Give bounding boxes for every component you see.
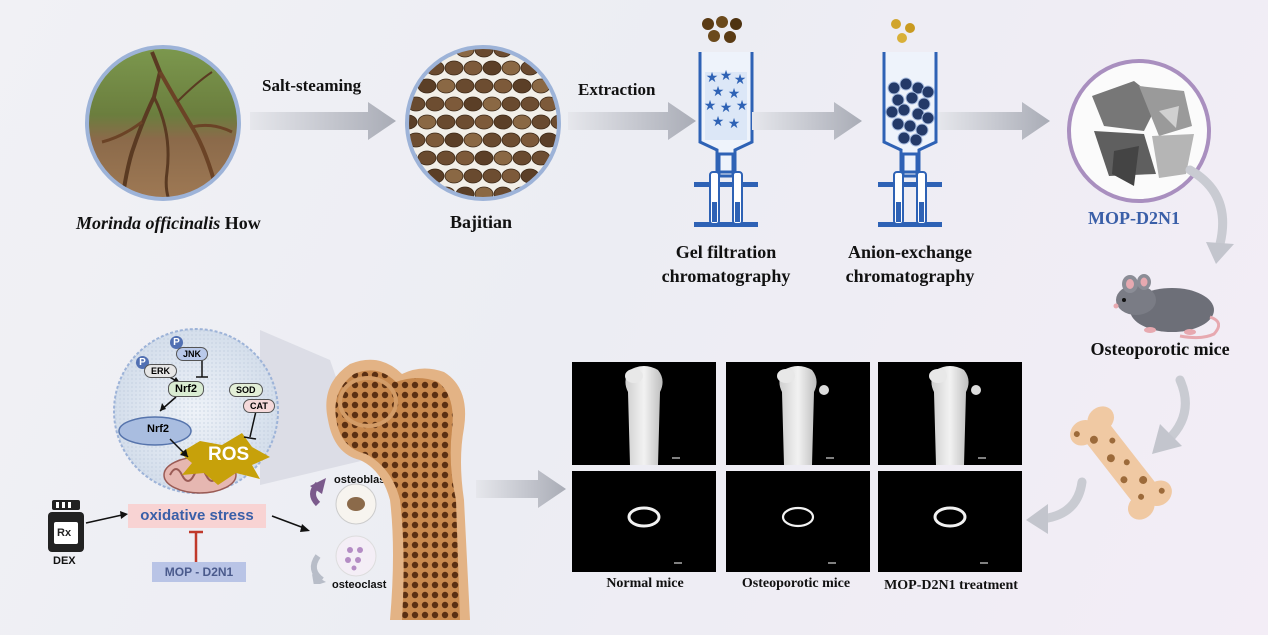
gel-label-line1: Gel filtration xyxy=(675,242,777,262)
osteoblast-label: osteoblast xyxy=(334,474,390,486)
plant-species-name: Morinda officinalis xyxy=(76,213,221,233)
mop-d2n1-inhibitor-box: MOP - D2N1 xyxy=(152,562,246,582)
arrow-to-microct xyxy=(476,470,566,508)
product-label: MOP-D2N1 xyxy=(1088,208,1180,228)
microct-longitudinal-osteoporotic xyxy=(726,362,870,465)
anion-exchange-column xyxy=(878,19,942,227)
femur-illustration xyxy=(326,359,470,620)
jnk-node: JNK xyxy=(176,347,209,361)
svg-text:★: ★ xyxy=(728,85,741,101)
svg-text:★: ★ xyxy=(736,97,749,113)
arrow-to-product xyxy=(938,102,1050,140)
curved-arrow-to-bone xyxy=(1152,375,1190,454)
bone-cells xyxy=(310,478,377,584)
dex-bottle-icon xyxy=(48,500,84,552)
microct-crosssection-normal xyxy=(572,471,716,572)
oxidative-stress-box: oxidative stress xyxy=(128,504,266,528)
nrf2-cytoplasm-node: Nrf2 xyxy=(168,381,205,397)
svg-text:★: ★ xyxy=(720,67,733,83)
microct-longitudinal-normal xyxy=(572,362,716,465)
arrow-gel-to-anion xyxy=(752,102,862,140)
erk-node: ERK xyxy=(144,364,178,378)
microct-crosssection-treatment xyxy=(878,471,1022,572)
group-label-normal: Normal mice xyxy=(606,576,684,591)
bajitian-label: Bajitian xyxy=(449,212,513,232)
dex-label: DEX xyxy=(53,555,76,567)
svg-text:★: ★ xyxy=(720,99,733,115)
morinda-plant-photo xyxy=(85,45,241,201)
arrow-salt-steaming xyxy=(250,102,396,140)
microct-longitudinal-treatment xyxy=(878,362,1022,465)
anion-label-line2: chromatography xyxy=(845,266,975,286)
curved-arrow-to-mice xyxy=(1185,165,1234,264)
ros-label: ROS xyxy=(208,444,250,465)
sod-node: SOD xyxy=(229,383,263,397)
nrf2-nucleus-node: Nrf2 xyxy=(147,423,170,435)
svg-text:★: ★ xyxy=(706,69,719,85)
microct-crosssection-osteoporotic xyxy=(726,471,870,572)
step-label-extraction: Extraction xyxy=(578,80,656,99)
step-label-salt-steaming: Salt-steaming xyxy=(262,76,362,95)
phospho-p-jnk: P xyxy=(170,336,183,349)
anion-label-line1: Anion-exchange xyxy=(847,242,973,262)
cat-node: CAT xyxy=(243,399,275,413)
svg-text:★: ★ xyxy=(712,113,725,129)
gel-filtration-label: Gel filtration chromatography xyxy=(662,240,791,288)
rx-symbol: Rx xyxy=(57,527,72,539)
mop-d2n1-photo xyxy=(1067,59,1211,203)
group-label-treatment: MOP-D2N1 treatment xyxy=(884,578,1018,593)
anion-exchange-label: Anion-exchange chromatography xyxy=(846,240,975,288)
svg-text:★: ★ xyxy=(712,83,725,99)
svg-text:★: ★ xyxy=(704,97,717,113)
osteoporotic-mice-label: Osteoporotic mice xyxy=(1090,339,1230,359)
svg-text:★: ★ xyxy=(728,115,741,131)
gel-label-line2: chromatography xyxy=(661,266,791,286)
curved-arrow-to-microct xyxy=(1026,477,1087,534)
arrow-stress-to-cells xyxy=(271,515,310,532)
plant-label: Morinda officinalis How xyxy=(76,213,261,234)
group-label-osteoporotic: Osteoporotic mice xyxy=(741,576,851,591)
mouse-illustration xyxy=(1113,274,1220,340)
gel-filtration-column: ★★★★★★★★★★ xyxy=(694,16,758,227)
arrow-dex-to-stress xyxy=(85,511,128,524)
osteoporotic-bone-icon xyxy=(1070,406,1172,520)
svg-text:★: ★ xyxy=(734,71,747,87)
inhibition-bar xyxy=(189,530,203,562)
bajitian-photo xyxy=(405,45,561,201)
plant-authority: How xyxy=(220,213,261,233)
arrow-extraction xyxy=(568,102,696,140)
osteoclast-label: osteoclast xyxy=(332,579,387,591)
